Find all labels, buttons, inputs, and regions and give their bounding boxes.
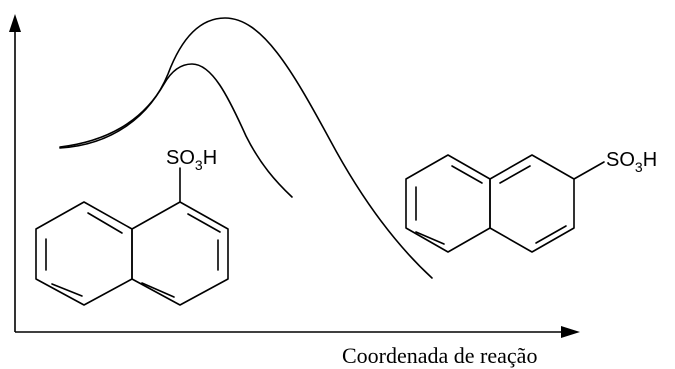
naphthalene-1-sulfonic-acid: SO3H <box>35 147 229 306</box>
left-molecule-double-bond <box>87 212 123 234</box>
left-molecule-double-bond <box>141 282 175 298</box>
axes: Coordenada de reação <box>9 14 580 368</box>
left-molecule-double-bond <box>187 213 221 233</box>
left-molecule-ring-left <box>35 201 133 306</box>
naphthalene-2-sulfonic-acid: SO3H <box>405 149 657 253</box>
right-molecule-ring-right <box>489 154 575 253</box>
right-molecule-double-bond <box>499 165 531 184</box>
right-molecule-double-bond <box>451 165 483 184</box>
x-axis-label: Coordenada de reação <box>342 343 537 368</box>
left-molecule-double-bond <box>51 283 83 297</box>
right-molecule-ring-left <box>405 154 491 253</box>
left-molecule-ring-right <box>131 201 229 306</box>
left-molecule-so3h-label: SO3H <box>166 147 217 173</box>
right-molecule-so3h-label: SO3H <box>606 149 657 175</box>
energy-curves <box>59 17 433 279</box>
right-molecule-double-bond <box>535 225 567 244</box>
y-axis-arrowhead <box>9 14 21 32</box>
right-molecule-double-bond <box>415 231 445 245</box>
right-molecule-substituent-bond <box>573 161 605 180</box>
curve-higher-barrier-thermodynamic <box>59 17 433 279</box>
curve-lower-barrier-kinetic <box>59 63 293 198</box>
x-axis-arrowhead <box>561 326 580 338</box>
